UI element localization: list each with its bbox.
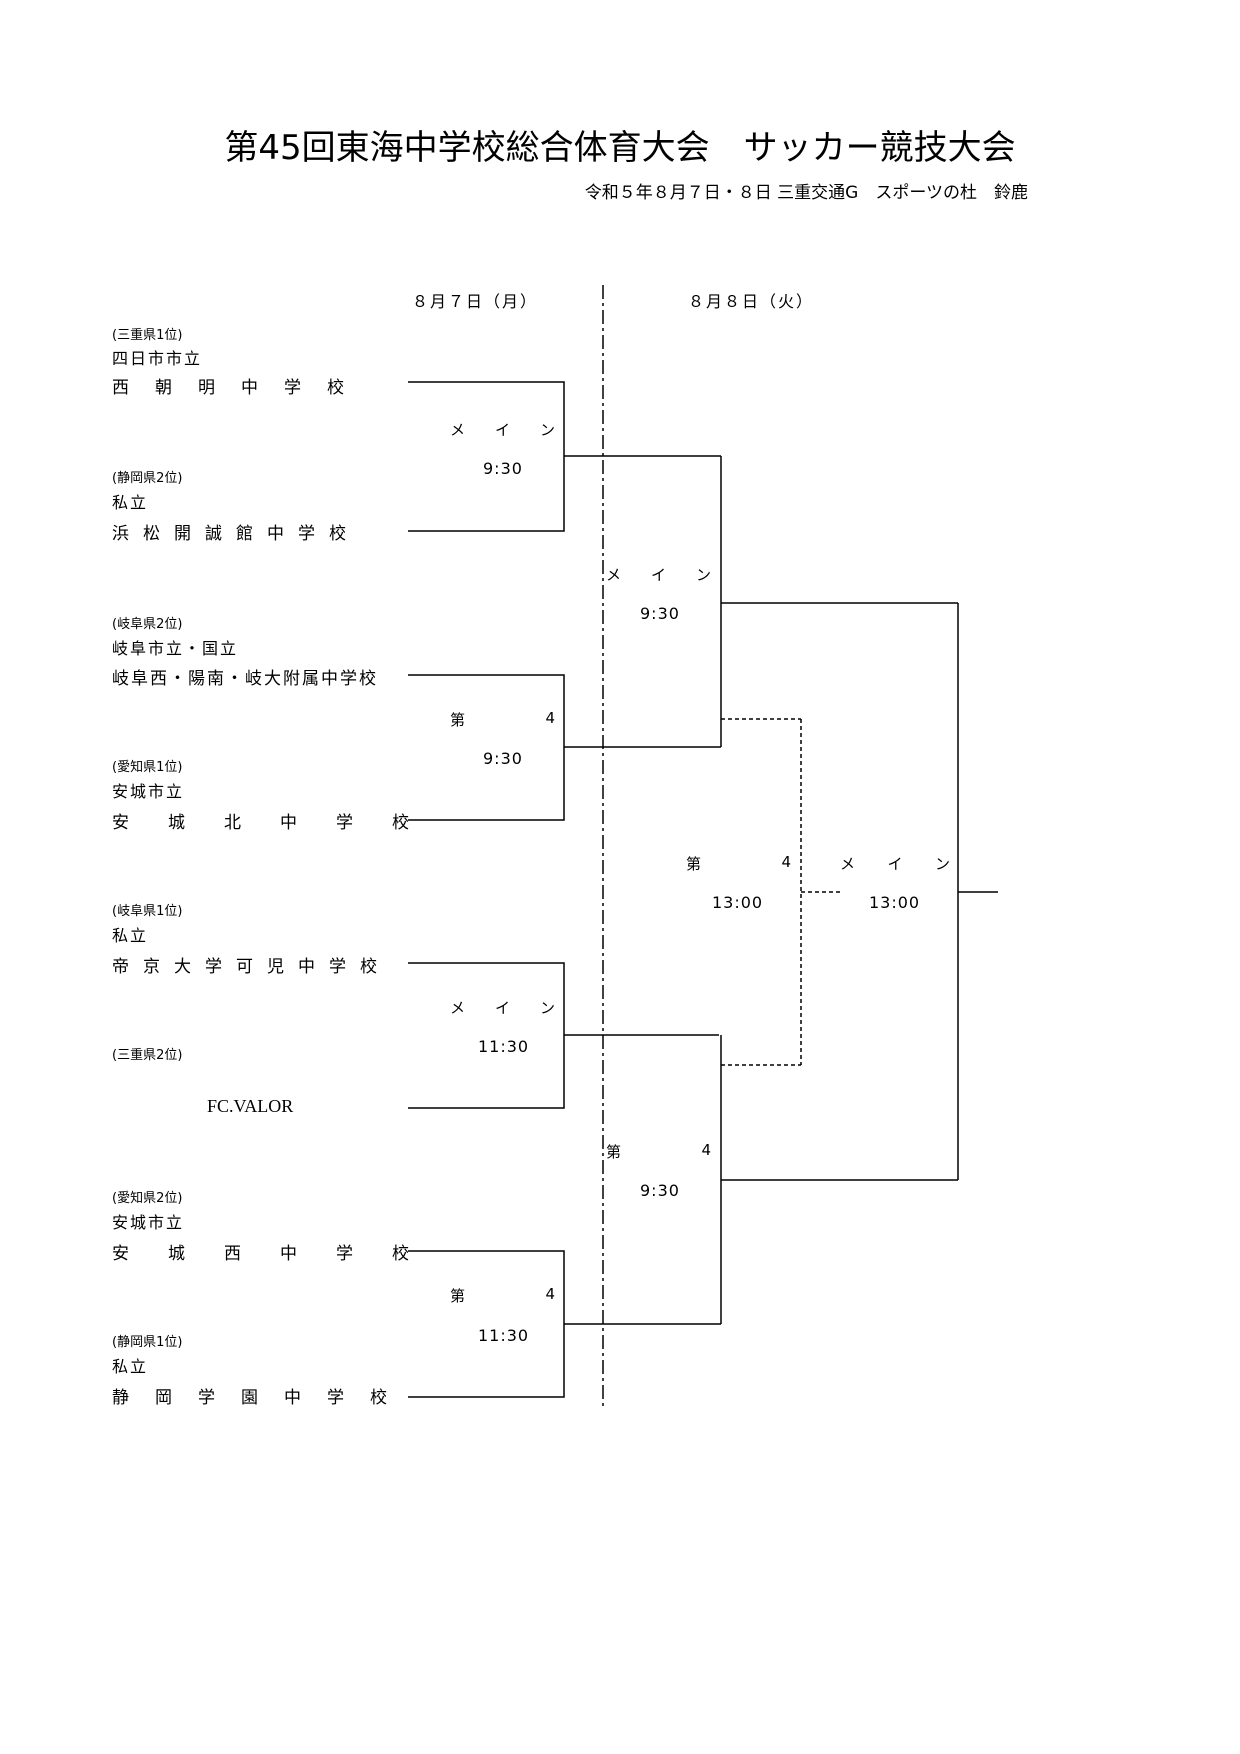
venue-char: 4 [545, 709, 555, 727]
r1-match3-venue: メ イ ン [450, 997, 555, 1018]
team1-name: 西朝明中学校 [112, 373, 402, 398]
team4-name: 安城北中学校 [112, 808, 448, 833]
venue-char: ン [695, 566, 711, 584]
team7-name-text: 安城西中学校 [112, 1244, 448, 1264]
r1-match4-line [408, 1250, 565, 1398]
team1-name-text: 西朝明中学校 [112, 378, 370, 398]
venue-char: メ [840, 855, 856, 873]
team5-name: 帝京大学可児中学校 [112, 952, 391, 977]
team1-seed: (三重県1位) [112, 328, 183, 343]
team8-category: 私立 [112, 1357, 149, 1376]
r1-match2-venue: 第 4 [450, 709, 555, 730]
venue-char: メ [450, 421, 466, 439]
team7-name: 安城西中学校 [112, 1239, 448, 1264]
team3-name-text: 岐阜西・陽南・岐大附属中学校 [112, 669, 378, 689]
venue-char: ン [539, 421, 555, 439]
team4-seed: (愛知県1位) [112, 760, 183, 775]
day1-header: ８月７日（月） [412, 292, 539, 311]
venue-char: 第 [686, 855, 702, 873]
r1-match1-venue: メ イ ン [450, 419, 555, 440]
venue-char: イ [650, 566, 666, 584]
team6-name: FC.VALOR [207, 1096, 294, 1116]
r1-match4-time: 11:30 [478, 1326, 530, 1345]
team3-category: 岐阜市立・国立 [112, 639, 239, 658]
venue-char: イ [887, 855, 903, 873]
r1-match2-line [408, 674, 565, 821]
third-place-venue: 第 4 [686, 853, 791, 874]
r1-match3-line [408, 962, 565, 1109]
team4-category: 安城市立 [112, 782, 185, 801]
team8-seed: (静岡県1位) [112, 1335, 183, 1350]
team5-name-text: 帝京大学可児中学校 [112, 957, 391, 977]
team2-seed: (静岡県2位) [112, 471, 183, 486]
r1-match3-time: 11:30 [478, 1037, 530, 1056]
team7-seed: (愛知県2位) [112, 1191, 183, 1206]
team8-name-text: 静岡学園中学校 [112, 1388, 413, 1408]
day2-header: ８月８日（火） [688, 292, 815, 311]
venue-char: 第 [450, 711, 466, 729]
team2-name-text: 浜松開誠館中学校 [112, 524, 360, 544]
team8-name: 静岡学園中学校 [112, 1383, 413, 1408]
third-place-time: 13:00 [712, 893, 764, 912]
team2-category: 私立 [112, 493, 149, 512]
third-place-lines [721, 718, 842, 1066]
r1-match4-venue: 第 4 [450, 1285, 555, 1306]
venue-char: 第 [450, 1287, 466, 1305]
r2-match2-venue: 第 4 [606, 1141, 711, 1162]
venue-char: メ [606, 566, 622, 584]
final-venue: メ イ ン [840, 853, 950, 874]
team2-name: 浜松開誠館中学校 [112, 519, 360, 544]
team3-name: 岐阜西・陽南・岐大附属中学校 [112, 664, 378, 689]
venue-char: 4 [701, 1141, 711, 1159]
venue-char: メ [450, 999, 466, 1017]
r1-match1-line [408, 381, 565, 532]
r1-match2-time: 9:30 [483, 749, 523, 768]
team1-category: 四日市市立 [112, 349, 203, 368]
venue-char: 4 [545, 1285, 555, 1303]
venue-char: ン [934, 855, 950, 873]
venue-char: ン [539, 999, 555, 1017]
team4-name-text: 安城北中学校 [112, 813, 448, 833]
r1-match1-time: 9:30 [483, 459, 523, 478]
venue-char: イ [494, 421, 510, 439]
team6-seed: (三重県2位) [112, 1048, 183, 1063]
page-title: 第45回東海中学校総合体育大会 サッカー競技大会 [224, 128, 1016, 168]
r2-match1-time: 9:30 [640, 604, 680, 623]
final-time: 13:00 [869, 893, 921, 912]
r2-match2-time: 9:30 [640, 1181, 680, 1200]
team7-category: 安城市立 [112, 1213, 185, 1232]
venue-char: 第 [606, 1143, 622, 1161]
team5-seed: (岐阜県1位) [112, 904, 183, 919]
team3-seed: (岐阜県2位) [112, 617, 183, 632]
event-date-venue: 令和５年８月７日・８日 三重交通G スポーツの杜 鈴鹿 [584, 183, 1028, 203]
venue-char: 4 [781, 853, 791, 871]
team5-category: 私立 [112, 926, 149, 945]
r2-match1-venue: メ イ ン [606, 564, 711, 585]
venue-char: イ [494, 999, 510, 1017]
